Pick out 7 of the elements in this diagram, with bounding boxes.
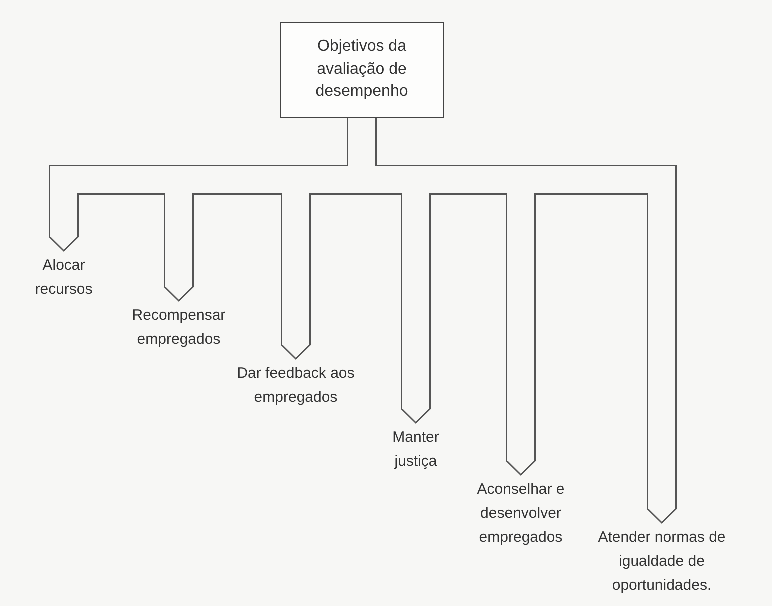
objective-label: Recompensar empregados [114, 304, 244, 352]
objective-label: Dar feedback aos empregados [231, 362, 361, 410]
objective-label: Manter justiça [376, 426, 456, 474]
objective-label: Aconselhar e desenvolver empregados [461, 478, 581, 550]
objective-label: Atender normas de igualdade de oportunidades. [597, 526, 727, 598]
objective-label: Alocar recursos [19, 254, 109, 302]
title-box: Objetivos da avaliação de desempenho [280, 22, 444, 118]
